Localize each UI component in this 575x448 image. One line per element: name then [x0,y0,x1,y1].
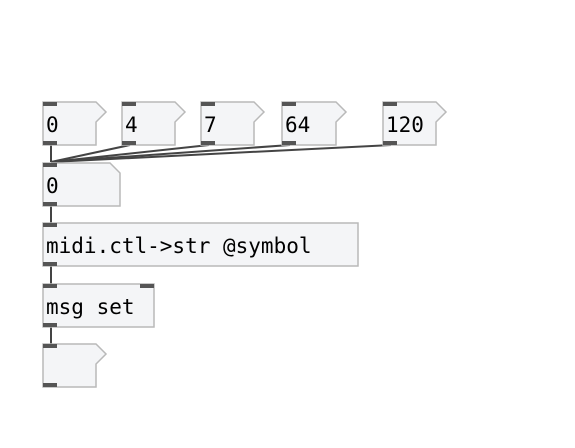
object-label-converter: midi.ctl->str @symbol [46,234,312,258]
outlet[interactable] [383,141,397,145]
outlet[interactable] [43,202,57,206]
inlet[interactable] [201,102,215,106]
atom-label-4: 4 [125,113,138,137]
inlet[interactable] [43,102,57,106]
atom-label-7: 7 [204,113,217,137]
atom-label-target: 0 [46,174,59,198]
inlet[interactable] [282,102,296,106]
inlet[interactable] [43,284,57,288]
message-label-msg-set: msg set [46,295,135,319]
inlet[interactable] [383,102,397,106]
outlet[interactable] [122,141,136,145]
cord-4-to-target[interactable] [50,144,131,163]
cord-120-to-target[interactable] [50,144,392,163]
atom-label-0: 0 [46,113,59,137]
iolets [43,102,397,387]
object-box-converter[interactable] [42,222,359,267]
inlet[interactable] [43,163,57,167]
inlet[interactable] [43,223,57,227]
outlet[interactable] [201,141,215,145]
outlet[interactable] [43,262,57,266]
outlet[interactable] [43,141,57,145]
outlet[interactable] [282,141,296,145]
message-box-msg-set[interactable] [42,283,155,328]
inlet[interactable] [43,344,57,348]
inlet-right[interactable] [140,284,154,288]
inlet[interactable] [122,102,136,106]
outlet[interactable] [43,323,57,327]
atom-box-out[interactable] [42,343,108,388]
atom-box-target[interactable] [42,162,121,207]
atom-label-120: 120 [386,113,424,137]
patch-cords [50,144,392,344]
outlet[interactable] [43,383,57,387]
atom-label-64: 64 [285,113,311,137]
